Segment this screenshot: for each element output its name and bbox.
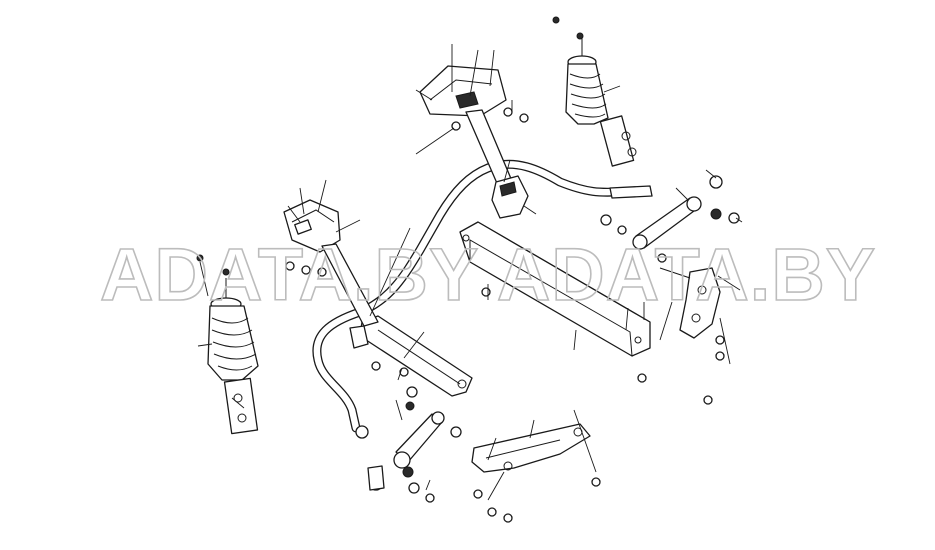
lower-trailing-arm-left bbox=[471, 423, 591, 473]
rear-crossmember bbox=[459, 221, 651, 357]
knuckle-right bbox=[659, 267, 721, 339]
lower-link-left bbox=[355, 411, 445, 491]
upper-left-mount bbox=[283, 199, 379, 327]
stabilizer-bar bbox=[312, 159, 645, 433]
trailing-arm-left bbox=[349, 315, 473, 397]
upper-link-right bbox=[609, 175, 740, 250]
stabilizer-bushing-center bbox=[491, 175, 529, 219]
shock-absorber-right bbox=[565, 38, 637, 167]
callout-leaders bbox=[197, 44, 743, 501]
watermark-text: ADATA.BY ADATA.BY bbox=[100, 233, 876, 316]
